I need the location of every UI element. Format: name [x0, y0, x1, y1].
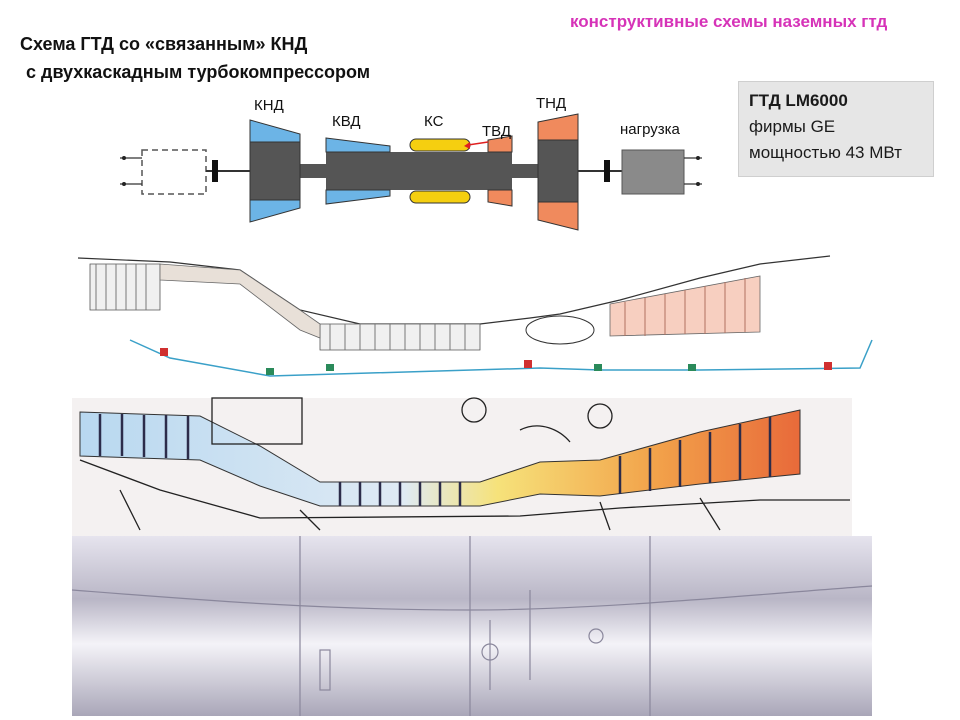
- hpt-blades-bottom: [487, 189, 513, 207]
- info-box: ГТД LM6000 фирмы GE мощностью 43 МВт: [738, 81, 934, 177]
- label-hpt: ТВД: [482, 123, 511, 140]
- label-load: нагрузка: [620, 121, 681, 138]
- label-hpc: КВД: [332, 113, 361, 130]
- info-model: ГТД LM6000: [749, 91, 848, 110]
- lpc-blades-top: [249, 119, 301, 143]
- engine-line-drawing: [77, 255, 873, 377]
- lpt-rotor: [538, 140, 578, 202]
- engine-cutaway: [71, 397, 873, 716]
- header-tag: конструктивные схемы наземных гтд: [570, 12, 888, 31]
- info-power: мощностью 43 МВт: [749, 143, 902, 162]
- lpc-blades-bottom: [249, 199, 301, 223]
- load-block: [621, 149, 685, 195]
- hpt-blades-top: [487, 135, 513, 153]
- label-combustor: КС: [424, 113, 444, 130]
- combustor-top: [409, 138, 471, 152]
- label-lpc: КНД: [254, 97, 284, 114]
- hp-spool: [326, 152, 512, 164]
- driven-unit-dashed: [141, 149, 207, 195]
- title-line-1: Схема ГТД со «связанным» КНД: [20, 34, 308, 54]
- hpc-blades-top: [325, 137, 391, 153]
- coupling-right: [604, 160, 610, 182]
- title-line-2: с двухкаскадным турбокомпрессором: [26, 62, 371, 82]
- hpc-blades-bottom: [325, 189, 391, 205]
- info-maker: фирмы GE: [749, 117, 836, 136]
- lp-shaft: [300, 164, 540, 178]
- label-lpt: ТНД: [536, 95, 566, 112]
- combustor-bottom: [409, 190, 471, 204]
- coupling-left: [212, 160, 218, 182]
- lpt-blades-top: [537, 113, 579, 141]
- lpc-rotor: [250, 142, 300, 200]
- lpt-blades-bottom: [537, 201, 579, 231]
- engine-scheme: КНД КВД КС ТВД ТНД нагрузка: [120, 95, 702, 231]
- engine-casing: [72, 536, 872, 716]
